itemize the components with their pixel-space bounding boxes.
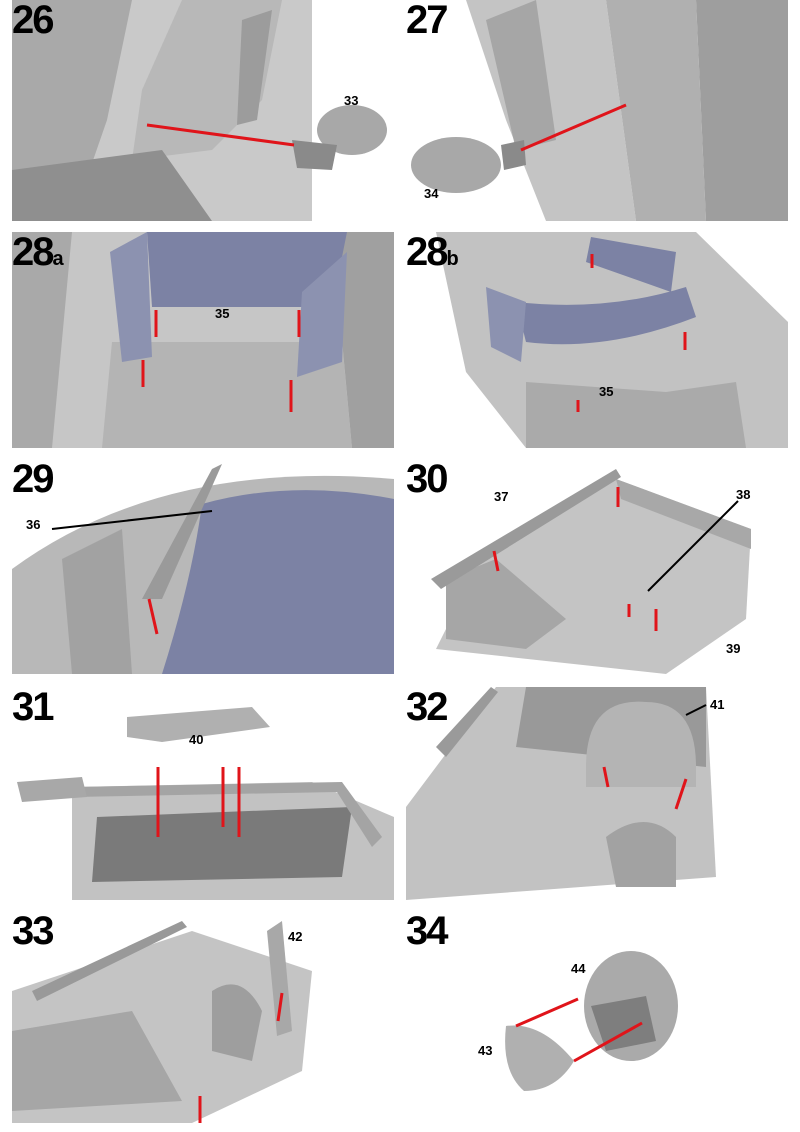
step-29-panel: 29 36 xyxy=(12,459,394,674)
step-number: 26 xyxy=(12,0,54,42)
part-label: 35 xyxy=(215,306,230,321)
step-number: 31 xyxy=(12,687,54,729)
step-33-illustration xyxy=(12,911,394,1123)
step-32-illustration xyxy=(406,687,788,900)
step-28b-panel: 28b 35 xyxy=(406,232,788,448)
part-label: 39 xyxy=(726,641,741,656)
step-number: 28a xyxy=(12,232,64,274)
step-number: 27 xyxy=(406,0,448,42)
part-label: 33 xyxy=(344,93,359,108)
part-label: 36 xyxy=(26,517,41,532)
step-28a-panel: 28a 35 xyxy=(12,232,394,448)
step-28b-illustration xyxy=(406,232,788,448)
step-29-illustration xyxy=(12,459,394,674)
step-30-illustration xyxy=(406,459,788,674)
step-number: 34 xyxy=(406,911,448,953)
step-31-illustration xyxy=(12,687,394,900)
part-label: 34 xyxy=(424,186,439,201)
step-number: 29 xyxy=(12,459,54,501)
part-label: 40 xyxy=(189,732,204,747)
step-32-panel: 32 41 xyxy=(406,687,788,900)
step-28a-illustration xyxy=(12,232,394,448)
step-34-illustration xyxy=(406,911,788,1123)
step-31-panel: 31 40 xyxy=(12,687,394,900)
step-26-panel: 26 33 xyxy=(12,0,394,221)
step-number: 33 xyxy=(12,911,54,953)
step-number: 32 xyxy=(406,687,448,729)
step-33-panel: 33 42 xyxy=(12,911,394,1123)
part-label: 42 xyxy=(288,929,303,944)
step-26-illustration xyxy=(12,0,394,221)
step-34-panel: 34 44 43 xyxy=(406,911,788,1123)
part-label: 35 xyxy=(599,384,614,399)
step-number: 30 xyxy=(406,459,448,501)
part-label: 37 xyxy=(494,489,509,504)
part-label: 43 xyxy=(478,1043,493,1058)
step-30-panel: 30 37 38 39 xyxy=(406,459,788,674)
step-27-illustration xyxy=(406,0,788,221)
part-label: 44 xyxy=(571,961,586,976)
part-label: 41 xyxy=(710,697,725,712)
step-number: 28b xyxy=(406,232,459,274)
part-label: 38 xyxy=(736,487,751,502)
step-27-panel: 27 34 xyxy=(406,0,788,221)
